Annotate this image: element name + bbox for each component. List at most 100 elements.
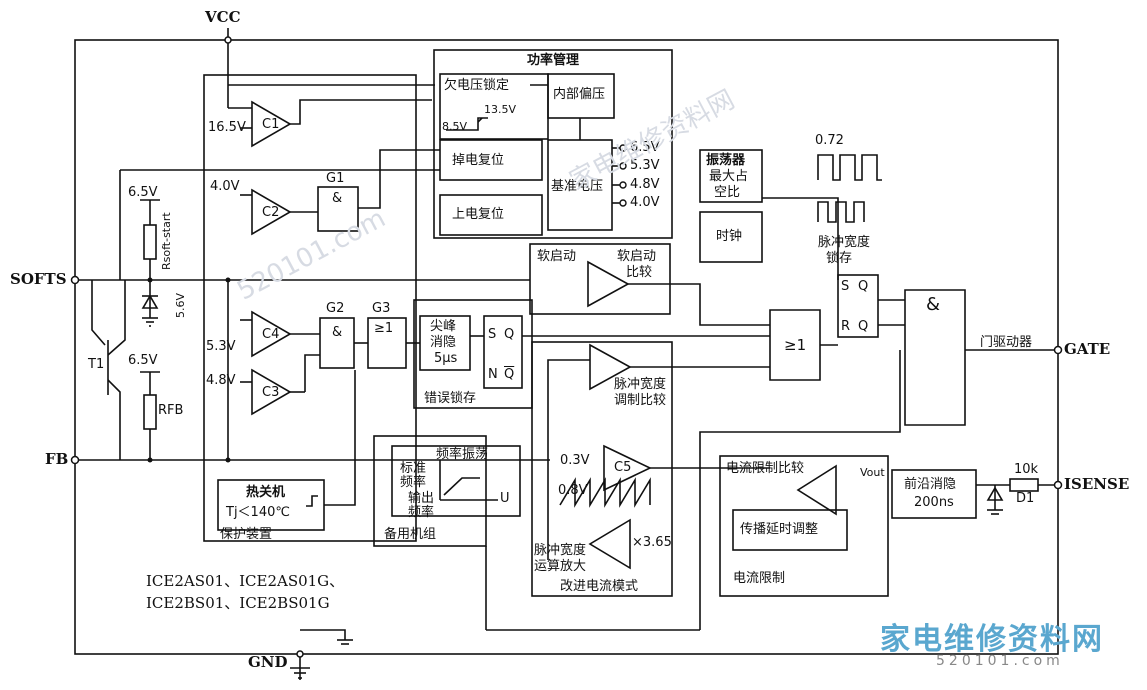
error-latch-label: 错误锁存: [424, 391, 477, 406]
rfb-voltage: 6.5V: [128, 353, 158, 368]
protection-label: 保护装置: [220, 527, 273, 542]
spike-line3: 5μs: [434, 351, 458, 366]
main-and-symbol: &: [926, 294, 941, 315]
power-up-reset-box: [439, 194, 543, 236]
pwm-latch-line2: 锁存: [826, 251, 853, 266]
vcc-pin-label: VCC: [205, 8, 241, 26]
c1-ref: 16.5V: [208, 120, 246, 135]
standby-freq1: 频率: [400, 475, 427, 490]
pwm-cmp-line1: 脉冲宽度: [614, 377, 667, 392]
power-mgmt-title: 功率管理: [527, 53, 580, 68]
pwm-latch-q: Q: [858, 279, 869, 294]
standby-std: 标准: [400, 461, 427, 476]
rstart-voltage: 6.5V: [128, 185, 158, 200]
pwm-latch-r: R: [841, 319, 851, 334]
error-latch-box: [483, 315, 523, 389]
zener-label: 5.6V: [174, 292, 187, 318]
g3-label: G3: [372, 301, 391, 316]
current-limit-label: 电流限制: [733, 571, 786, 586]
softs-pin-label: SOFTS: [10, 270, 67, 288]
spike-box: [419, 315, 471, 371]
osc-line2: 最大占: [709, 169, 749, 184]
pwm-gain: ×3.65: [632, 535, 672, 550]
g2-symbol: &: [332, 325, 343, 340]
g1-symbol: &: [332, 191, 343, 206]
c5-label: C5: [614, 460, 632, 475]
standby-axis: U: [500, 491, 510, 506]
pwm-box: [531, 341, 673, 597]
fb-pin-label: FB: [45, 450, 69, 468]
duty-label: 0.72: [815, 133, 844, 148]
standby-freq2: 频率: [408, 505, 435, 520]
ref-voltage-label: 基准电压: [551, 179, 604, 194]
spike-line2: 消隐: [430, 335, 457, 350]
current-limit-box: [719, 455, 889, 597]
pwm-mode-label: 改进电流模式: [560, 579, 639, 594]
protection-box: [203, 74, 417, 542]
blanking-line1: 前沿消隐: [904, 477, 957, 492]
standby-label: 备用机组: [384, 527, 437, 542]
ref-out-5v3: 5.3V: [630, 158, 660, 173]
ref-out-4v8: 4.8V: [630, 177, 660, 192]
oscillator-box: [699, 149, 763, 203]
clock-box: [699, 211, 763, 263]
latch-qbar: Q: [504, 367, 515, 382]
thermal-title: 热关机: [246, 485, 286, 500]
internal-bias-box: [547, 73, 615, 119]
standby-osc: 频率振荡: [436, 447, 489, 462]
delay-label: 传播延时调整: [740, 522, 819, 537]
c5-ref: 0.3V: [560, 453, 590, 468]
resistor-label: 10k: [1014, 462, 1039, 477]
thermal-condition: Tj＜140℃: [226, 505, 290, 520]
pwm-amp-line2: 运算放大: [534, 559, 587, 574]
brand-url: 520101.com: [936, 653, 1064, 669]
osc-line1: 振荡器: [706, 153, 746, 168]
rstart-label: Rsoft-start: [160, 212, 173, 270]
rfb-label: RFB: [158, 403, 184, 418]
hyst-low-label: 8.5V: [442, 120, 468, 133]
gate-driver-label: 门驱动器: [980, 335, 1033, 350]
softstart-box: [529, 243, 671, 315]
osc-line3: 空比: [714, 185, 741, 200]
propagation-delay-box: [732, 509, 848, 551]
vout-label: Vout: [860, 466, 885, 479]
diode-label: D1: [1016, 491, 1035, 506]
internal-bias-label: 内部偏压: [553, 87, 606, 102]
g3-symbol: ≥1: [374, 321, 394, 336]
c2-label: C2: [262, 205, 280, 220]
softstart-cmp-label: 软启动: [617, 249, 657, 264]
c4-ref: 5.3V: [206, 339, 236, 354]
gate-pin-label: GATE: [1064, 340, 1111, 358]
c4-label: C4: [262, 327, 280, 342]
models-line1: ICE2AS01、ICE2AS01G、: [146, 572, 345, 590]
c3-ref: 4.8V: [206, 373, 236, 388]
leading-edge-blanking-box: [891, 469, 977, 519]
pwm-latch-line1: 脉冲宽度: [818, 235, 871, 250]
blanking-line2: 200ns: [914, 495, 954, 510]
ref-out-4v0: 4.0V: [630, 195, 660, 210]
uvlo-label: 欠电压锁定: [444, 78, 510, 93]
power-down-reset-label: 掉电复位: [452, 153, 505, 168]
standby-box: [373, 435, 487, 547]
c3-label: C3: [262, 385, 280, 400]
c1-label: C1: [262, 117, 280, 132]
clock-label: 时钟: [716, 229, 743, 244]
current-cmp-label: 电流限制比较: [726, 461, 805, 476]
models-line2: ICE2BS01、ICE2BS01G: [146, 594, 330, 612]
pwm-amp-line1: 脉冲宽度: [534, 543, 587, 558]
ref-out-6v5: 6.5V: [630, 140, 660, 155]
softstart-cmp-label2: 比较: [626, 265, 653, 280]
power-down-reset-box: [439, 139, 543, 181]
main-or-symbol: ≥1: [784, 336, 807, 354]
pwm-latch-s: S: [841, 279, 850, 294]
softstart-label: 软启动: [537, 249, 577, 264]
g1-label: G1: [326, 171, 345, 186]
latch-n: N: [488, 367, 498, 382]
brand-logo-text: 家电维修资料网: [880, 622, 1104, 657]
spike-line1: 尖峰: [430, 319, 457, 334]
pwm-latch-q2: Q: [858, 319, 869, 334]
standby-graph-box: [391, 445, 521, 517]
g2-label: G2: [326, 301, 345, 316]
